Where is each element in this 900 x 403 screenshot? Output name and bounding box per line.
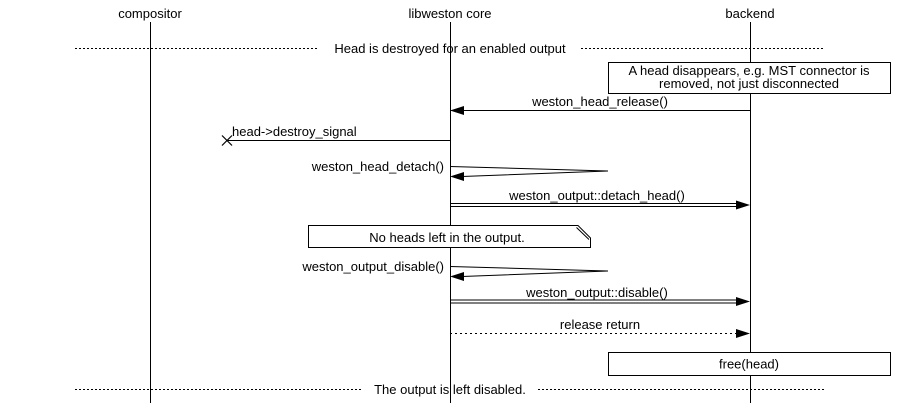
message-destroy-signal-label: head->destroy_signal: [232, 124, 357, 139]
arrowhead-right-icon: [736, 297, 750, 306]
arrowhead-left-icon: [450, 272, 464, 281]
participant-libweston-core: libweston core: [408, 6, 491, 21]
message-head-release-label: weston_head_release(): [531, 94, 668, 109]
note-box: [308, 225, 591, 248]
selfcall-head-detach-label: weston_head_detach(): [311, 159, 444, 174]
arrowhead-right-icon: [736, 200, 750, 210]
arrowhead-left-icon: [450, 106, 464, 115]
selfcall-output-disable-label: weston_output_disable(): [301, 259, 444, 274]
note-fold-icon: [576, 227, 590, 240]
participant-compositor: compositor: [118, 6, 182, 21]
comment-box-line2: removed, not just disconnected: [659, 76, 839, 91]
selfcall-output-disable-loop: [449, 266, 609, 277]
selfcall-head-detach-loop: [449, 166, 609, 177]
arrowhead-left-icon: [450, 172, 464, 181]
message-disable-label: weston_output::disable(): [525, 285, 668, 300]
message-release-return-label: release return: [560, 317, 640, 332]
arrowhead-right-icon: [736, 329, 750, 338]
lost-message-x-icon: [221, 135, 233, 146]
divider-top-label: Head is destroyed for an enabled output: [334, 41, 566, 56]
note-label: No heads left in the output.: [369, 230, 524, 245]
message-detach-head-label: weston_output::detach_head(): [508, 188, 685, 203]
comment-box-line1: A head disappears, e.g. MST connector is: [628, 63, 870, 78]
action-box-free-head: [608, 352, 891, 376]
action-box-free-head-label: free(head): [719, 357, 779, 372]
participant-backend: backend: [725, 6, 774, 21]
divider-bottom-label: The output is left disabled.: [374, 382, 526, 397]
comment-box: [608, 62, 891, 94]
